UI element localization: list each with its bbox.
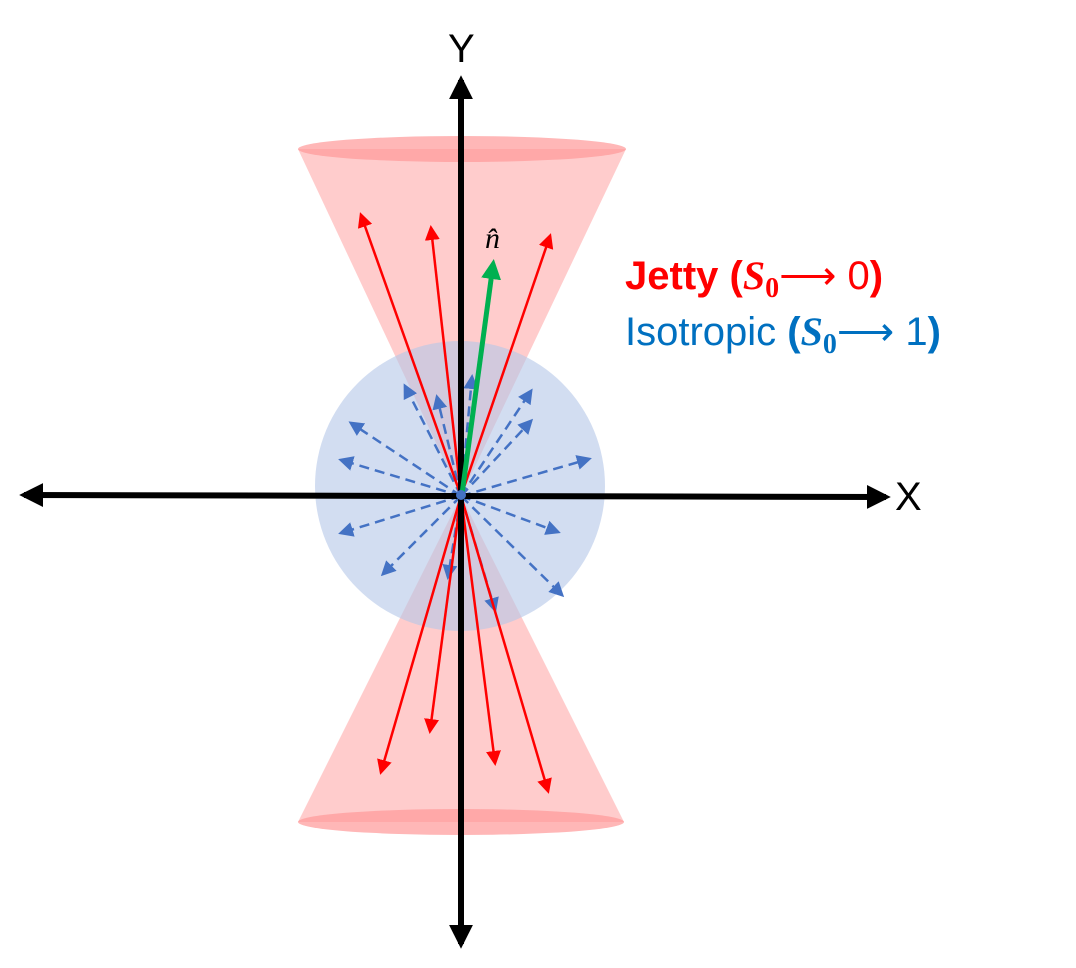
legend-isotropic: Isotropic (S0⟶ 1) xyxy=(625,309,941,360)
jetty-arrow xyxy=(357,212,463,497)
legend-isotropic-subscript: 0 xyxy=(823,329,837,360)
x-axis-label: X xyxy=(895,475,922,519)
legend-isotropic-symbol: S xyxy=(801,309,823,354)
jetty-arrow xyxy=(459,233,554,497)
legend-isotropic-close: ) xyxy=(928,310,941,354)
origin-point xyxy=(456,490,466,500)
normal-vector xyxy=(459,259,502,495)
legend-jetty-arrow-value: ⟶ 0 xyxy=(779,254,870,298)
normal-vector-label: n̂ xyxy=(485,222,500,255)
isotropic-arrow xyxy=(460,495,565,598)
jetty-arrow xyxy=(459,495,552,794)
legend-jetty: Jetty (S0⟶ 0) xyxy=(625,253,883,304)
legend-jetty-symbol: S xyxy=(743,253,765,298)
legend-isotropic-word: Isotropic xyxy=(625,310,776,354)
isotropic-arrow xyxy=(380,495,462,577)
legend-jetty-word: Jetty xyxy=(625,254,719,298)
x-axis xyxy=(19,483,891,509)
y-axis-label: Y xyxy=(448,27,475,71)
legend-jetty-close: ) xyxy=(870,254,883,298)
legend-jetty-subscript: 0 xyxy=(765,273,779,304)
legend-isotropic-open: ( xyxy=(787,310,801,354)
legend-jetty-open: ( xyxy=(730,254,744,298)
jetty-arrow xyxy=(377,495,463,775)
legend-isotropic-arrow-value: ⟶ 1 xyxy=(837,310,928,354)
